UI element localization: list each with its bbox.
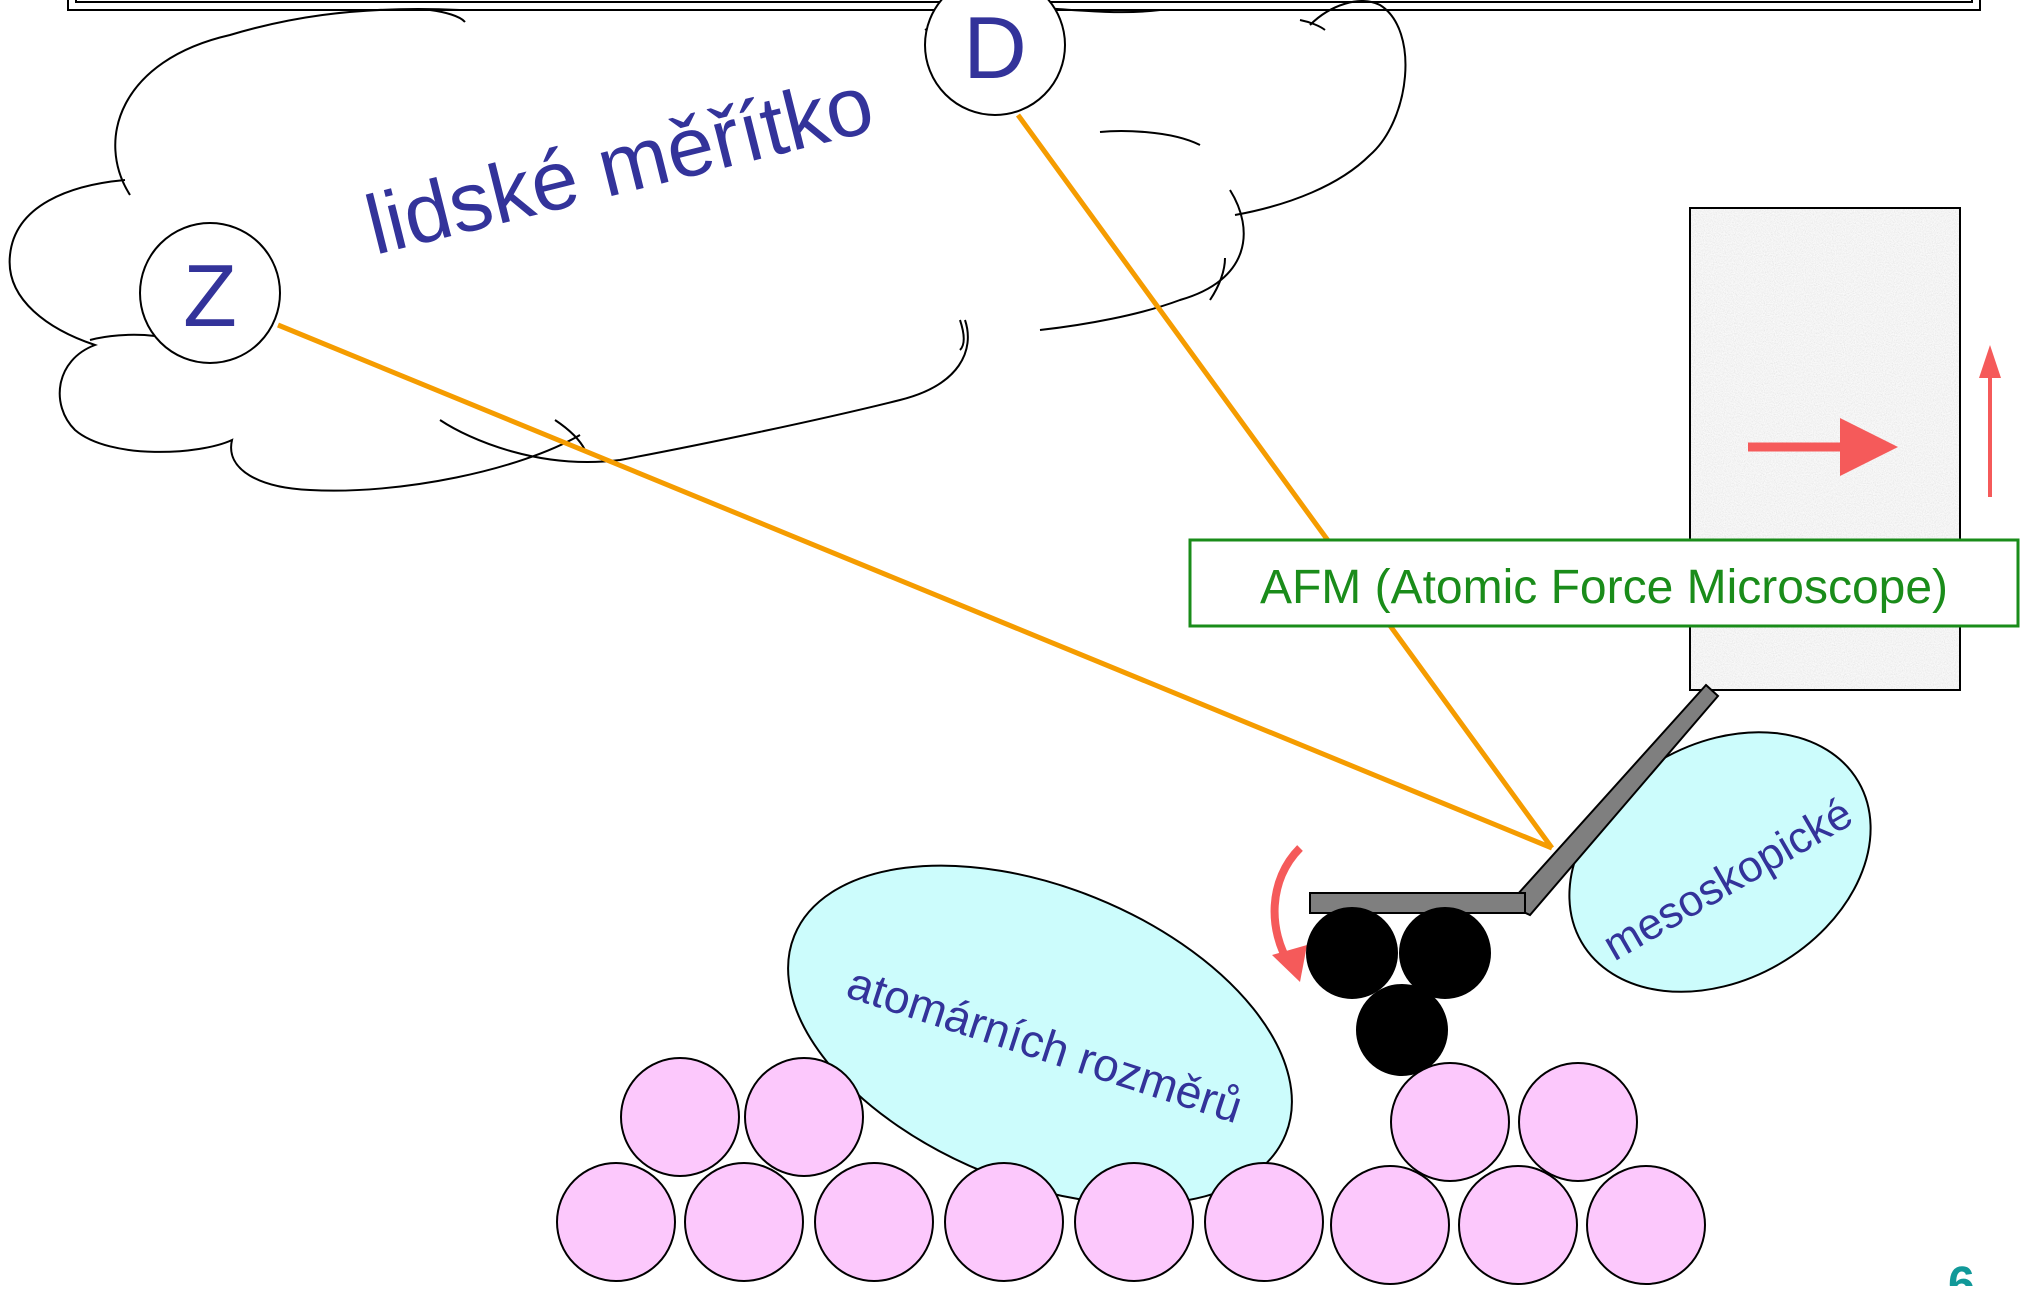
tip-atom <box>1306 907 1398 999</box>
surface-atom <box>1204 1162 1324 1282</box>
measurement-lines <box>277 113 1555 851</box>
circle-z-label: Z <box>183 246 237 345</box>
surface-atoms <box>556 1057 1706 1285</box>
circle-d: D <box>924 0 1066 116</box>
mesoscopic-ellipse: mesoskopické <box>1568 731 1872 993</box>
tip-atom <box>1399 907 1491 999</box>
surface-atom <box>1074 1162 1194 1282</box>
afm-label-box: AFM (Atomic Force Microscope) <box>1188 538 2020 628</box>
surface-atom <box>556 1162 676 1282</box>
surface-atom <box>684 1162 804 1282</box>
tip-atoms <box>1306 907 1491 1076</box>
tip-atom <box>1356 984 1448 1076</box>
surface-atom <box>1518 1062 1638 1182</box>
surface-atom <box>814 1162 934 1282</box>
page-number: 6 <box>1948 1258 1975 1286</box>
cloud-label: lidské měřítko <box>357 56 883 273</box>
motion-arrows <box>1748 345 2001 497</box>
afm-label: AFM (Atomic Force Microscope) <box>1260 561 1948 614</box>
line-z-to-tip <box>277 322 1553 851</box>
surface-atom <box>1330 1165 1450 1285</box>
atomic-ellipse: atomárních rozměrů <box>787 864 1293 1206</box>
circle-d-label: D <box>963 0 1027 97</box>
surface-atom <box>620 1057 740 1177</box>
surface-atom <box>1586 1165 1706 1285</box>
circle-z: Z <box>139 222 281 364</box>
surface-atom <box>1390 1062 1510 1182</box>
surface-atom <box>1458 1165 1578 1285</box>
rotation-arrow <box>1270 845 1307 982</box>
line-d-to-tip <box>1015 113 1555 850</box>
afm-cantilever <box>1309 683 1720 917</box>
surface-atom <box>944 1162 1064 1282</box>
surface-atom <box>744 1057 864 1177</box>
